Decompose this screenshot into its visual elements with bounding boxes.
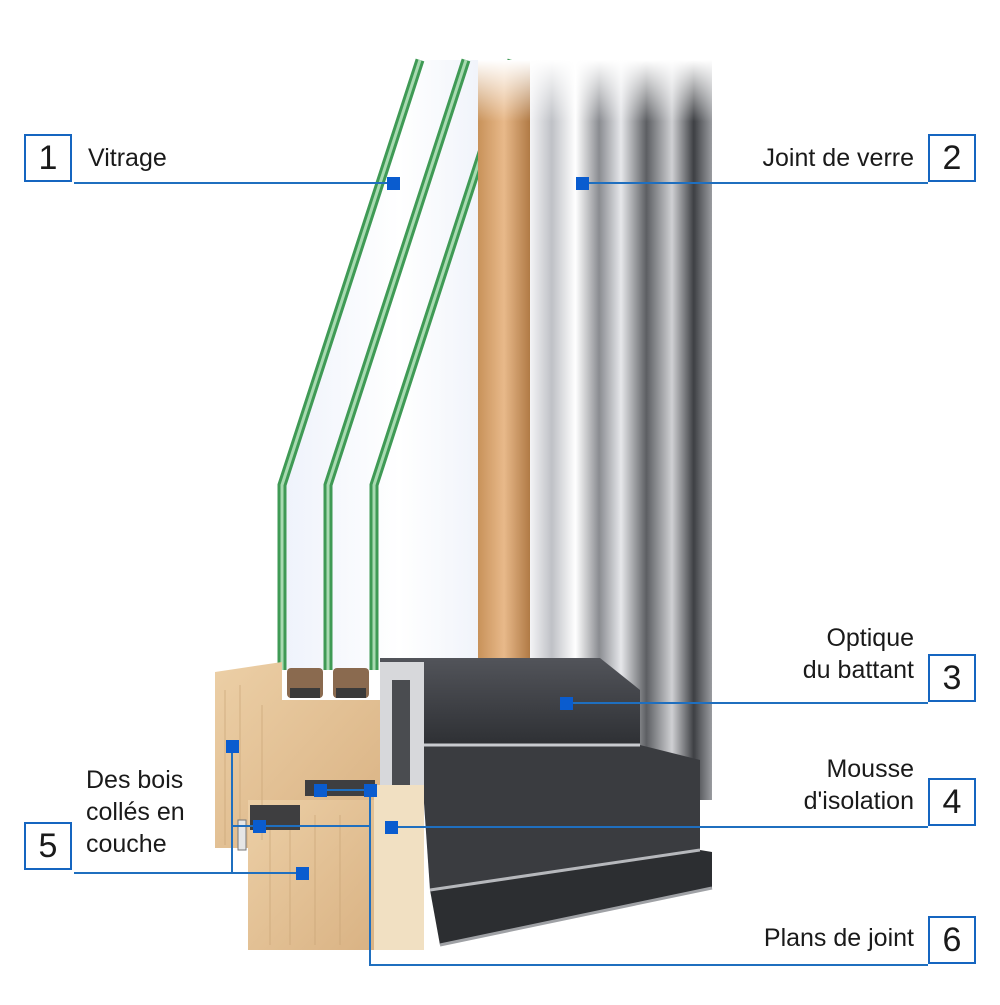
- callout-label-line: Des bois: [86, 766, 184, 794]
- callout-label-vitrage: Vitrage: [88, 142, 167, 174]
- callout-label-des-bois-colles: Des bois collés en couche: [86, 764, 185, 860]
- callout-label-line: d'isolation: [803, 787, 914, 815]
- callout-label-line: couche: [86, 830, 167, 858]
- callout-number-6: 6: [928, 916, 976, 964]
- callout-label-line: Mousse: [826, 755, 914, 783]
- marker-joint-2: [364, 784, 377, 797]
- marker-joint-de-verre: [576, 177, 589, 190]
- marker-vitrage: [387, 177, 400, 190]
- callout-label-optique-du-battant: Optique du battant: [803, 622, 914, 686]
- callout-label-line: Vitrage: [88, 144, 167, 172]
- leader-markers: [226, 177, 589, 880]
- marker-bois-2: [296, 867, 309, 880]
- callout-number-4: 4: [928, 778, 976, 826]
- callout-label-plans-de-joint: Plans de joint: [764, 922, 914, 954]
- marker-bois-3: [253, 820, 266, 833]
- callout-label-line: Plans de joint: [763, 924, 914, 952]
- callout-label-mousse-d-isolation: Mousse d'isolation: [804, 753, 914, 817]
- callout-label-joint-de-verre: Joint de verre: [763, 142, 914, 174]
- callout-label-line: du battant: [802, 656, 914, 684]
- callout-label-line: Optique: [826, 624, 914, 652]
- callout-number-1: 1: [24, 134, 72, 182]
- callout-number-3: 3: [928, 654, 976, 702]
- callout-label-line: collés en: [86, 798, 185, 826]
- marker-mousse: [385, 821, 398, 834]
- marker-joint-1: [314, 784, 327, 797]
- marker-bois-1: [226, 740, 239, 753]
- callout-number-2: 2: [928, 134, 976, 182]
- marker-optique: [560, 697, 573, 710]
- callout-number-5: 5: [24, 822, 72, 870]
- callout-label-line: Joint de verre: [762, 144, 914, 172]
- glazing: [277, 58, 520, 670]
